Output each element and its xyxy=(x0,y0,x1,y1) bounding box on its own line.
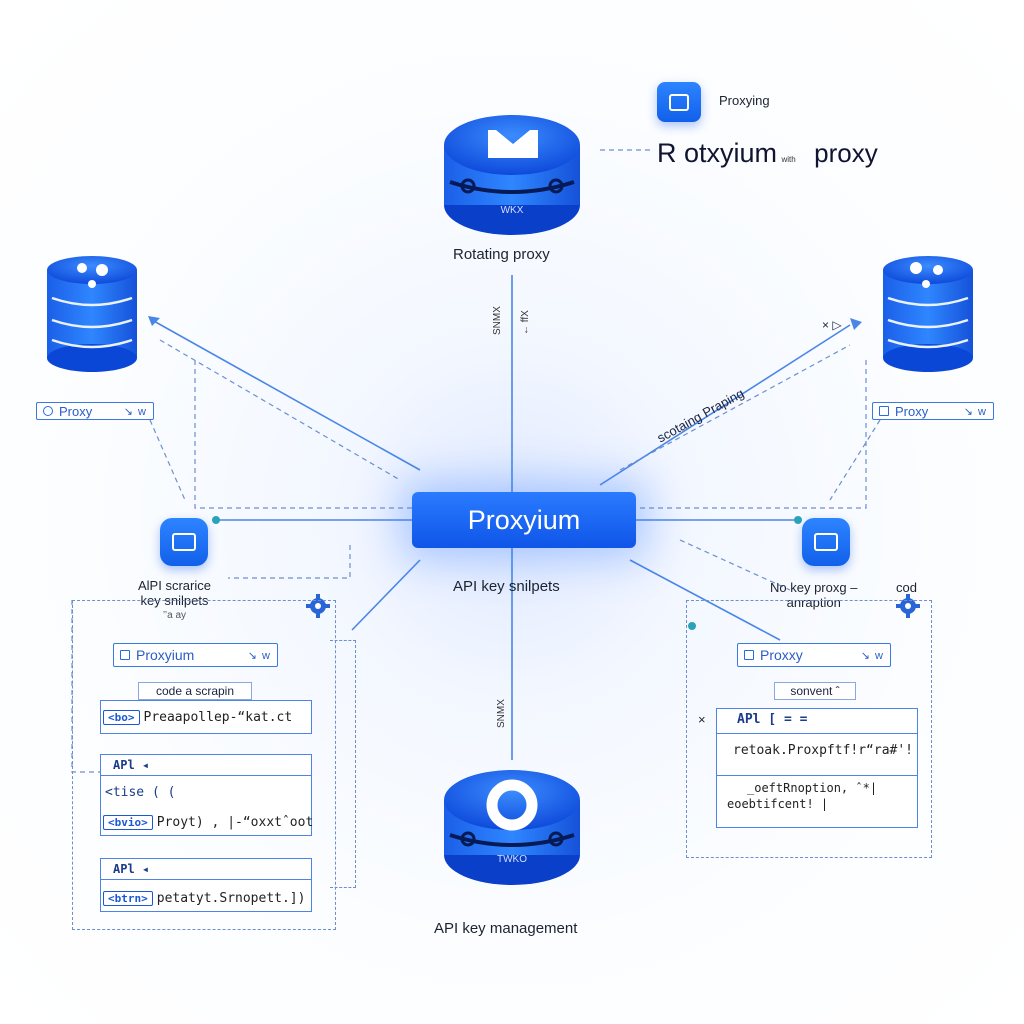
left-api-box-2: APl ◂ <btrn>petatyt.Srnopett.]) xyxy=(100,858,312,912)
wire-left-low xyxy=(351,559,421,631)
right-caption: No key proxg – anraption xyxy=(770,580,858,610)
left-database-stack xyxy=(47,256,137,372)
header-badge-label: Proxying xyxy=(719,93,770,108)
left-proxyium-chip[interactable]: Proxyium ↘ w xyxy=(113,643,278,667)
close-icon: × xyxy=(698,712,706,727)
connector-dot xyxy=(794,516,802,524)
wire-left-diag xyxy=(151,319,421,471)
gear-icon xyxy=(896,594,920,618)
top-wire-label: SNMX xyxy=(492,306,503,335)
top-server xyxy=(444,115,580,235)
connector-dot xyxy=(688,622,696,630)
left-api-box-1: APl ◂ <tise ( ( <bvio>Proyt) , |-“oxxtˆo… xyxy=(100,754,313,836)
gear-icon xyxy=(306,594,330,618)
left-monitor-icon xyxy=(160,518,208,566)
wire-right-diag xyxy=(599,324,851,486)
left-panel-frame xyxy=(72,600,336,930)
left-panel-frame-inner xyxy=(330,640,356,888)
proxyium-hub[interactable]: Proxyium xyxy=(412,492,636,548)
bottom-wire-label: SNMX xyxy=(496,699,507,728)
right-caption-extra: cod xyxy=(896,580,917,595)
arrow-marks: × ▷ xyxy=(822,318,842,332)
left-caption: AlPI scrarice key snilpets ’’a ay xyxy=(138,578,211,621)
brand-title: R otxyium with proxy xyxy=(657,138,878,169)
square-icon xyxy=(879,406,889,416)
hub-label: Proxyium xyxy=(467,504,581,535)
left-code-row-1: <bo>Preaapollep-“kat.ct xyxy=(100,700,312,734)
top-server-label: Rotating proxy xyxy=(453,246,550,263)
top-server-plate: WKX xyxy=(501,205,524,216)
square-icon xyxy=(744,650,754,660)
bottom-server-plate: TWKO xyxy=(497,854,527,865)
right-panel-frame xyxy=(686,600,932,858)
top-wire-label-b: ← ffX xyxy=(520,310,531,335)
brand-suffix: proxy xyxy=(814,138,878,168)
right-database-stack xyxy=(883,256,973,372)
bottom-server xyxy=(444,770,580,885)
header-badge-icon xyxy=(657,82,701,122)
right-proxxy-chip[interactable]: Proxxy ↘ w xyxy=(737,643,891,667)
right-api-box: APl [ = = retoak.Proxpftf!r“ra#'! _oeftR… xyxy=(716,708,918,828)
hub-caption: API key snilpets xyxy=(453,578,560,595)
circle-icon xyxy=(43,406,53,416)
brand-small: with xyxy=(781,155,796,164)
connector-dot xyxy=(212,516,220,524)
left-code-caption-box: code a scrapin xyxy=(138,682,252,700)
right-monitor-icon xyxy=(802,518,850,566)
bottom-server-label: API key management xyxy=(434,920,578,937)
brand-main: R otxyium xyxy=(657,138,778,168)
left-proxy-chip[interactable]: Proxy ↘ w xyxy=(36,402,154,420)
square-icon xyxy=(120,650,130,660)
right-code-caption-box: sonvent ˆ xyxy=(774,682,856,700)
right-proxy-chip[interactable]: Proxy ↘ w xyxy=(872,402,994,420)
